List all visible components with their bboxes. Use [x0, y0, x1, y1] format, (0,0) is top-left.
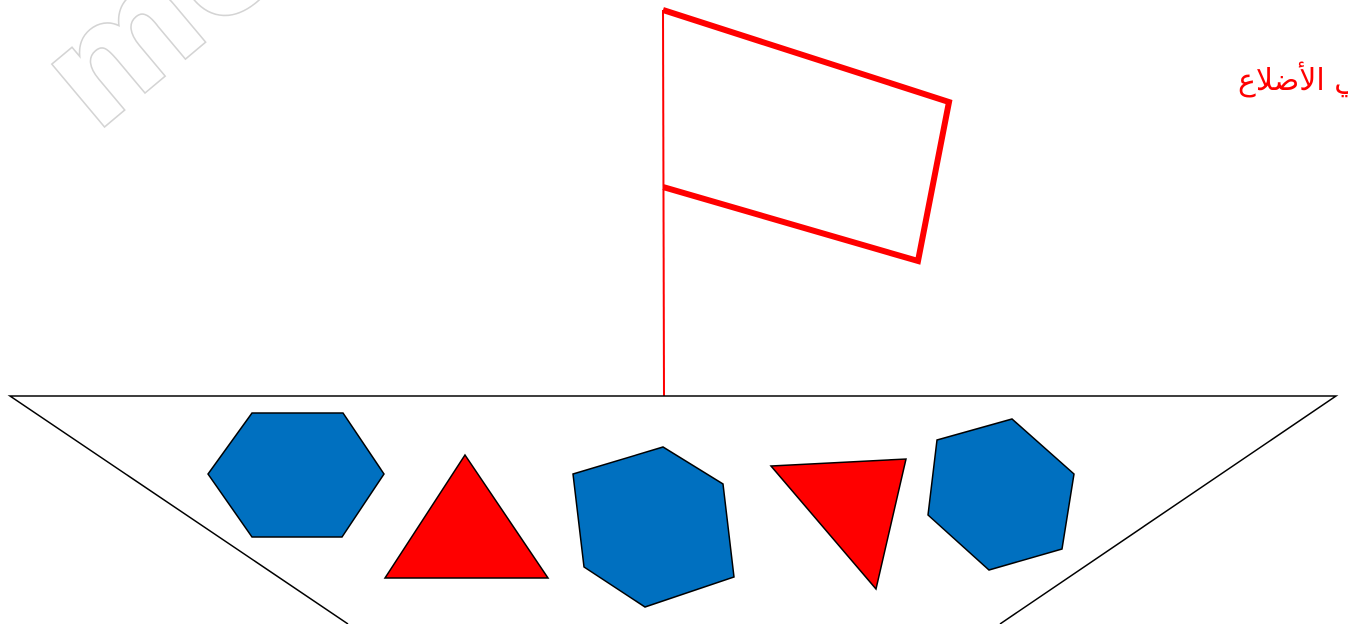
watermark-text: met [6, 0, 370, 163]
blue-hexagon-3 [928, 419, 1074, 570]
blue-hexagon-2 [573, 447, 734, 607]
red-triangle-1 [385, 455, 548, 578]
flag-label: رباعي الأضلاع [1238, 60, 1348, 98]
red-triangle-2 [771, 459, 906, 589]
flag-quadrilateral [663, 10, 949, 261]
flag-pole [663, 10, 664, 396]
blue-hexagon-1 [208, 413, 384, 537]
watermark: met [6, 0, 370, 163]
